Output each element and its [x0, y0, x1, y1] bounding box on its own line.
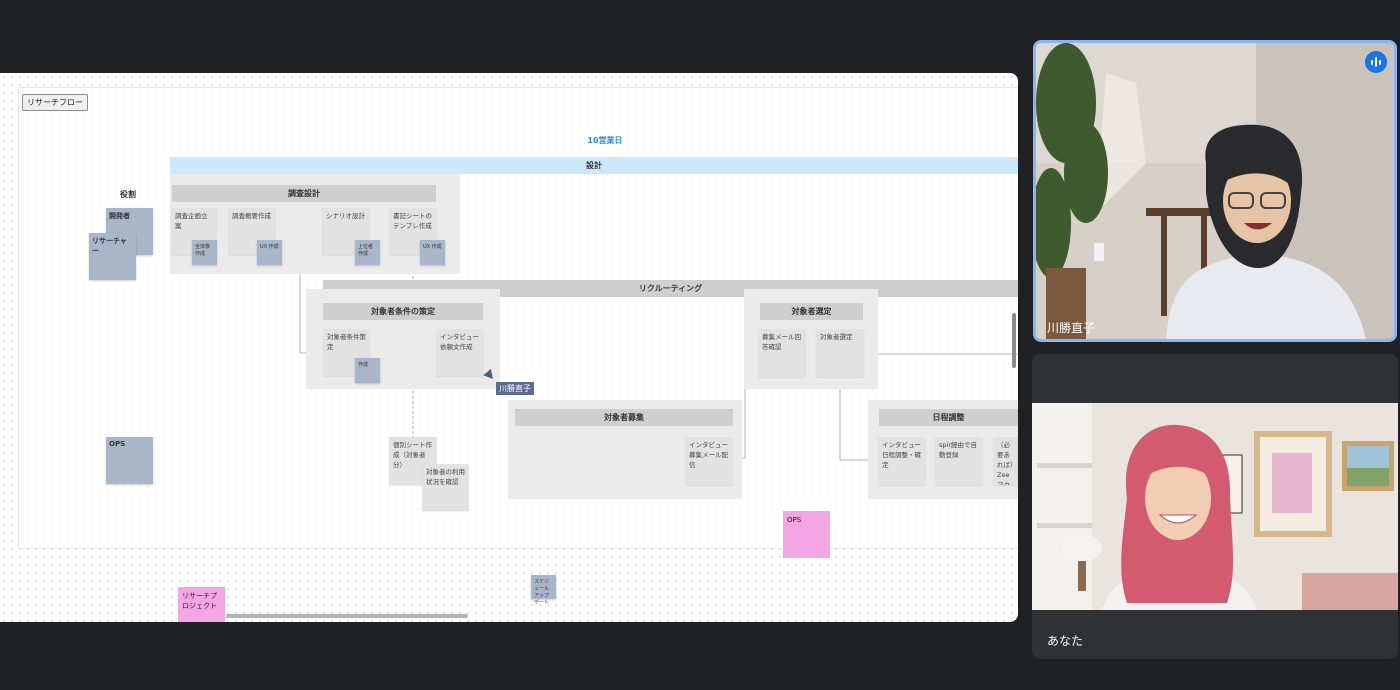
role-sticky-researcher[interactable]: リサーチャー: [89, 233, 136, 280]
owner-sticky[interactable]: UX 作成: [257, 240, 282, 265]
owner-sticky[interactable]: 上位者 作成: [355, 240, 380, 265]
pink-sticky-ops[interactable]: OPS: [783, 511, 830, 558]
participant-name: 川勝直子: [1047, 321, 1096, 335]
section-target-criteria-title[interactable]: 対象者条件の策定: [323, 303, 483, 320]
small-sticky[interactable]: スケジュール アップデート: [531, 575, 556, 606]
card-interview-schedule[interactable]: インタビュー日程調整・確定: [878, 437, 926, 485]
remote-cursor-label: 川勝直子: [496, 382, 534, 395]
card-scenario-design[interactable]: シナリオ設計: [322, 208, 370, 255]
self-name: あなた: [1047, 634, 1084, 648]
card-target-select[interactable]: 対象者選定: [816, 329, 864, 377]
owner-sticky[interactable]: UX 作成: [420, 240, 445, 265]
duration-label: 10営業日: [587, 136, 623, 145]
section-scheduling-title[interactable]: 日程調整: [879, 409, 1018, 426]
card-spir-register[interactable]: spir経由で自動登録: [935, 437, 983, 485]
role-sticky-ops[interactable]: OPS: [106, 437, 153, 484]
section-target-recruit-title[interactable]: 対象者募集: [515, 409, 733, 426]
pink-sticky-research-project[interactable]: リサーチプロジェクト: [178, 587, 225, 622]
vertical-scrollbar[interactable]: [1012, 313, 1016, 368]
card-mail-check[interactable]: 募集メール回答確認: [758, 329, 806, 377]
roles-title: 役割: [120, 190, 136, 199]
participant-video: [1036, 43, 1394, 339]
participant-tile-you[interactable]: あなた: [1032, 354, 1398, 659]
section-survey-design-title[interactable]: 調査設計: [172, 185, 436, 202]
horizontal-scrollbar[interactable]: [226, 614, 468, 618]
owner-sticky[interactable]: 全体像 作成: [192, 240, 217, 265]
frame-label[interactable]: リサーチフロー: [22, 94, 88, 111]
section-target-selection-title[interactable]: 対象者選定: [760, 303, 863, 320]
participant-tile-kawakatsu[interactable]: 川勝直子: [1033, 40, 1397, 342]
self-video: [1032, 403, 1398, 610]
card-usage-check[interactable]: 対象者の利用状況を確認: [422, 464, 469, 511]
card-recruit-mail[interactable]: インタビュー募集メール配信: [685, 437, 733, 485]
speaking-indicator-icon: [1365, 51, 1387, 73]
card-interview-request[interactable]: インタビュー依頼文作成: [436, 329, 484, 376]
owner-sticky[interactable]: 作成: [355, 358, 380, 383]
design-band[interactable]: 設計: [170, 157, 1018, 174]
shared-whiteboard[interactable]: リサーチフロー 10営業日 設計 役割 開発者 リサーチャー OPS: [0, 73, 1018, 622]
card-macro-create[interactable]: （必要あれば）Zeeマクロ作成: [993, 437, 1018, 485]
